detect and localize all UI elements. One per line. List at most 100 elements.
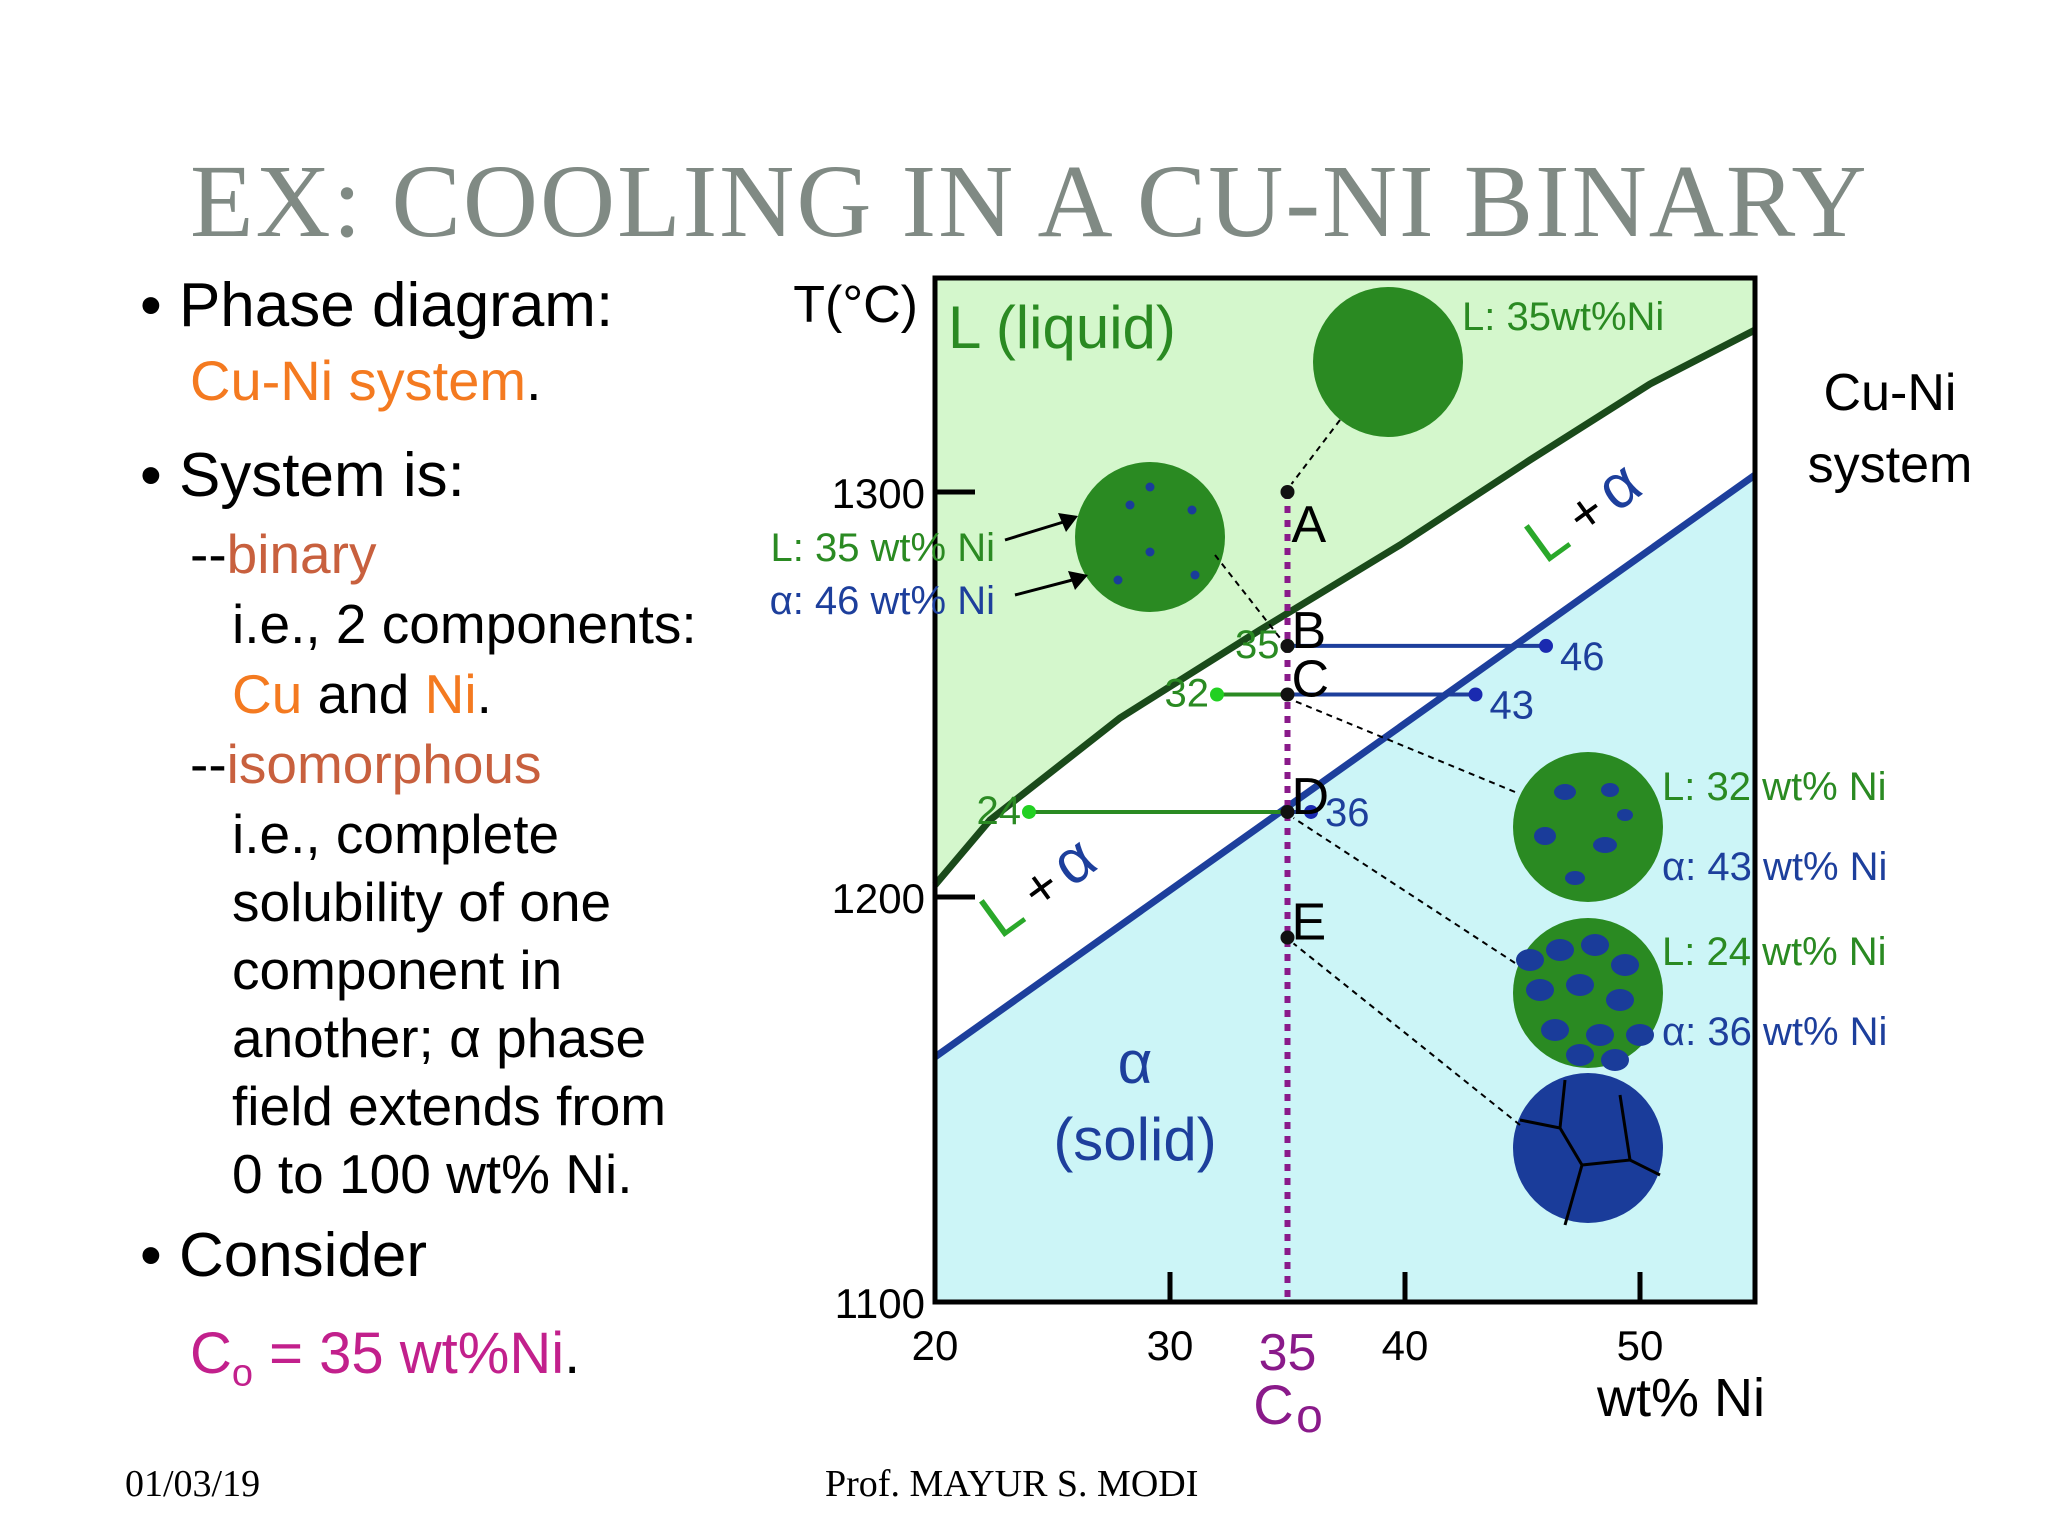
y-tick-label: 1200 xyxy=(832,875,925,922)
alpha-nucleus xyxy=(1187,505,1197,515)
two-phase-label: L+α xyxy=(1513,448,1654,577)
tie-label-liquid: 24 xyxy=(977,789,1022,833)
ni-word: Ni xyxy=(424,663,477,725)
bullet-label: System is: xyxy=(178,441,465,510)
period: . xyxy=(526,349,542,412)
state-point-label: B xyxy=(1292,602,1327,660)
components-line: Cu and Ni. xyxy=(232,662,492,726)
period: . xyxy=(476,663,492,725)
grain-boundary xyxy=(1618,1094,1632,1161)
alpha-nucleus xyxy=(1190,570,1200,580)
co-line: Co = 35 wt%Ni. xyxy=(190,1320,580,1396)
micro-label-alpha: α: 43 wt% Ni xyxy=(1662,845,1887,889)
footer-date: 01/03/19 xyxy=(125,1463,261,1505)
iso-desc-line: another; α phase xyxy=(232,1007,647,1069)
alpha-grain xyxy=(1534,827,1556,845)
co-symbol: C xyxy=(190,1321,232,1386)
two-phase-label: L+α xyxy=(968,823,1109,952)
system-value: Cu-Ni system xyxy=(190,349,527,412)
co-value: = 35 wt%Ni xyxy=(253,1321,565,1386)
tie-label-liquid: 35 xyxy=(1235,623,1280,667)
arrow-line xyxy=(1004,518,1071,542)
iso-desc-line: i.e., complete xyxy=(232,803,560,865)
state-point-label: C xyxy=(1292,651,1330,709)
leader-line xyxy=(1214,554,1283,641)
alpha-grain xyxy=(1593,837,1617,853)
micro-label-liquid: L: 35wt%Ni xyxy=(1462,295,1664,339)
cu-ni-system-text: Cu-Ni system. xyxy=(190,348,542,413)
slide-title: EX: COOLING IN A CU-NI BINARY xyxy=(190,144,1869,259)
leader-line xyxy=(1293,699,1516,793)
tie-point-solid xyxy=(1304,804,1318,819)
alpha-grain xyxy=(1601,783,1619,797)
arrow-head xyxy=(1068,571,1088,590)
tie-label-liquid: 32 xyxy=(1165,672,1210,716)
footer-author: Prof. MAYUR S. MODI xyxy=(825,1463,1199,1505)
alpha-grain xyxy=(1546,939,1574,961)
y-axis-label: T(°C) xyxy=(793,276,918,334)
solid-label: (solid) xyxy=(1053,1106,1216,1173)
alpha-grain xyxy=(1586,1024,1614,1046)
tie-label-solid: 43 xyxy=(1490,684,1535,728)
alpha-nucleus xyxy=(1125,500,1135,510)
plot-frame xyxy=(932,275,1758,1305)
co-subscript: o xyxy=(231,1352,254,1395)
period: . xyxy=(564,1321,581,1386)
system-label: system xyxy=(1808,436,1973,494)
dash: -- xyxy=(190,733,227,795)
grain-boundary xyxy=(1563,1164,1584,1226)
bullet-consider: • Consider xyxy=(140,1220,427,1291)
liquid-label: L (liquid) xyxy=(948,294,1176,361)
bullet-dot: • xyxy=(140,271,179,340)
x-tick-label: 50 xyxy=(1617,1322,1664,1369)
state-point xyxy=(1280,638,1295,653)
leader-line xyxy=(1292,942,1521,1126)
isomorphous-word: isomorphous xyxy=(226,733,542,795)
micro-solid-grain xyxy=(1513,1073,1663,1223)
tie-point-solid xyxy=(1468,687,1483,702)
alpha-grain xyxy=(1516,949,1544,971)
alpha-grain xyxy=(1581,934,1609,956)
alpha-grain xyxy=(1626,1024,1654,1046)
iso-desc-line: field extends from xyxy=(232,1075,667,1137)
alpha-region-symbol: α xyxy=(1118,1029,1153,1096)
iso-desc-line: solubility of one xyxy=(232,871,612,933)
bullet-label: Consider xyxy=(178,1221,428,1290)
tie-label-solid: 46 xyxy=(1560,635,1605,679)
alpha-grain xyxy=(1611,954,1639,976)
state-point xyxy=(1280,485,1295,499)
micro-label-alpha: α: 36 wt% Ni xyxy=(1662,1010,1887,1054)
alpha-nucleus xyxy=(1145,482,1155,492)
state-point-label: A xyxy=(1292,496,1327,554)
co-axis-subscript: o xyxy=(1296,1390,1323,1443)
x-axis-label: wt% Ni xyxy=(1596,1368,1765,1428)
tie-point-solid xyxy=(1539,638,1553,653)
isomorphous-line: --isomorphous xyxy=(190,732,542,796)
bullet-label: Phase diagram: xyxy=(178,271,614,340)
liquid-region xyxy=(935,278,1755,885)
alpha-grain xyxy=(1606,989,1634,1011)
micro-label-liquid: L: 35 wt% Ni xyxy=(770,526,995,570)
micro-label-liquid: L: 24 wt% Ni xyxy=(1662,930,1887,974)
solidus-line xyxy=(932,472,1758,1060)
system-label: Cu-Ni xyxy=(1824,364,1957,422)
alpha-grain xyxy=(1601,1049,1629,1071)
state-point xyxy=(1280,930,1295,945)
iso-desc-line: 0 to 100 wt% Ni. xyxy=(232,1143,633,1205)
x-tick-label: 20 xyxy=(912,1322,959,1369)
micro-liquid-grain xyxy=(1513,752,1663,902)
iso-desc-line: component in xyxy=(232,939,563,1001)
dash: -- xyxy=(190,523,227,585)
tie-point-liquid xyxy=(1210,687,1224,702)
co-axis-symbol: C xyxy=(1253,1373,1293,1436)
bullet-dot: • xyxy=(140,441,179,510)
x-tick-label: 30 xyxy=(1147,1322,1194,1369)
liquidus-line xyxy=(932,326,1757,888)
leader-line xyxy=(1292,817,1516,964)
alpha-grain xyxy=(1565,871,1585,885)
bullet-dot: • xyxy=(140,1221,179,1290)
alpha-grain xyxy=(1554,784,1576,800)
micro-nucleation-grain xyxy=(1075,462,1225,612)
alpha-nucleus xyxy=(1113,575,1123,585)
alpha-grain xyxy=(1617,809,1633,821)
